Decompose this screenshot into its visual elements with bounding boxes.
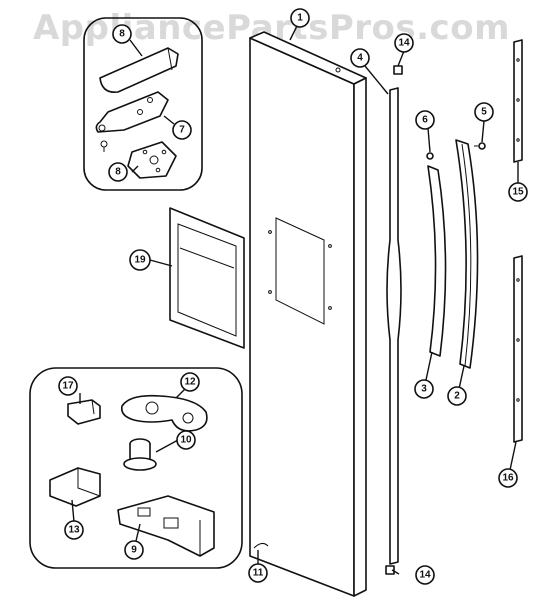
svg-text:15: 15	[512, 187, 524, 198]
handle-inner-part[interactable]	[427, 165, 447, 357]
lower-hinge-plate-part[interactable]	[117, 495, 215, 557]
svg-text:8: 8	[119, 29, 125, 40]
door-panel-part[interactable]	[249, 31, 367, 597]
callout-3: 3	[414, 379, 434, 399]
upper-hinge-inset	[83, 17, 203, 191]
callout-6: 6	[415, 110, 435, 130]
callout-9: 9	[124, 540, 144, 560]
svg-text:6: 6	[422, 115, 428, 126]
svg-text:9: 9	[131, 545, 137, 556]
screw-part[interactable]	[474, 142, 486, 150]
callout-4: 4	[350, 48, 370, 68]
svg-text:8: 8	[115, 167, 121, 178]
callout-15: 15	[508, 182, 528, 202]
upper-hinge-part[interactable]	[95, 91, 169, 133]
hinge-bearing-part[interactable]	[120, 394, 208, 432]
svg-text:12: 12	[184, 377, 196, 388]
hinge-spacer-part[interactable]	[49, 467, 101, 507]
svg-text:1: 1	[297, 13, 303, 24]
hinge-cover-part[interactable]	[99, 47, 179, 94]
lower-hinge-inset	[29, 367, 243, 569]
callout-10: 10	[176, 430, 196, 450]
svg-text:3: 3	[421, 384, 427, 395]
svg-text:19: 19	[134, 255, 146, 266]
cap-part[interactable]	[393, 65, 403, 75]
callout-8-shim: 8	[108, 162, 128, 182]
callout-11: 11	[248, 563, 268, 583]
svg-text:5: 5	[481, 107, 487, 118]
door-gasket-strip-part[interactable]	[386, 87, 402, 565]
svg-text:2: 2	[454, 391, 460, 402]
door-stop-part[interactable]	[253, 542, 269, 549]
callout-19: 19	[129, 249, 151, 271]
svg-text:16: 16	[502, 473, 514, 484]
svg-text:17: 17	[62, 381, 74, 392]
dispenser-trim-part[interactable]	[169, 207, 245, 349]
svg-text:7: 7	[179, 125, 185, 136]
svg-text:14: 14	[398, 38, 410, 49]
callout-16: 16	[498, 468, 518, 488]
callout-13: 13	[64, 520, 84, 540]
svg-text:4: 4	[357, 53, 363, 64]
svg-text:13: 13	[68, 525, 80, 536]
callout-1: 1	[290, 8, 310, 28]
callout-12: 12	[180, 372, 200, 392]
upper-trim-strip-part[interactable]	[513, 39, 523, 163]
svg-text:14: 14	[419, 570, 431, 581]
callout-14-bottom: 14	[415, 565, 435, 585]
leader-lines	[71, 23, 519, 575]
callout-2: 2	[447, 386, 467, 406]
handle-outer-part[interactable]	[455, 139, 479, 369]
hinge-pin-part[interactable]	[123, 438, 157, 471]
bracket-part[interactable]	[67, 399, 101, 425]
callout-8-cover: 8	[112, 24, 132, 44]
cap-part[interactable]	[385, 565, 395, 575]
callout-17: 17	[58, 376, 78, 396]
callout-14-top: 14	[394, 33, 414, 53]
hinge-shim-part[interactable]	[127, 141, 177, 179]
lower-trim-strip-part[interactable]	[513, 255, 523, 443]
svg-text:11: 11	[253, 568, 264, 579]
callout-7: 7	[172, 120, 192, 140]
svg-text:10: 10	[180, 435, 192, 446]
callout-5: 5	[474, 102, 494, 122]
